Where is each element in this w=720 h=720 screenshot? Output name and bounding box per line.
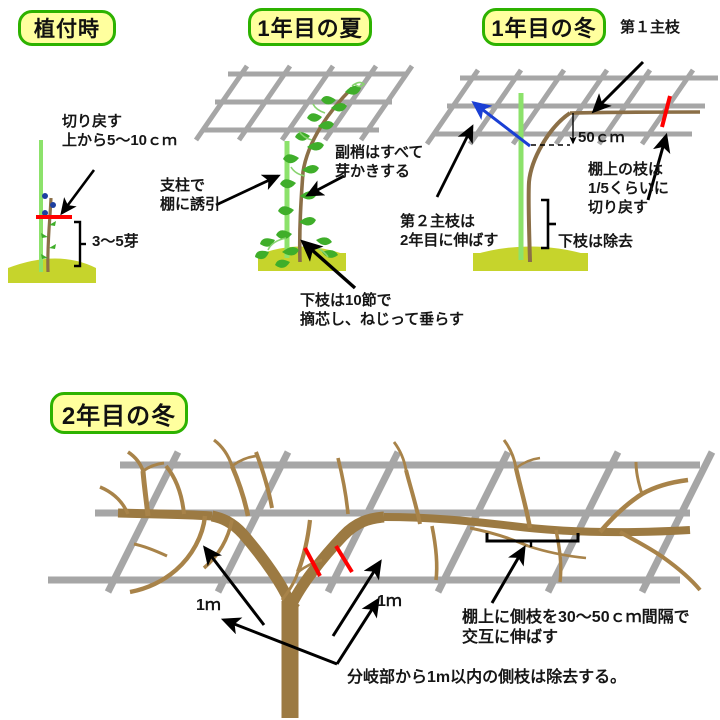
trunk-p4 [281, 594, 300, 718]
side-shoots-right-p4 [392, 439, 702, 592]
soil-base-p3 [473, 253, 588, 271]
trellis-p4 [48, 450, 716, 594]
spacing-bracket-p4 [485, 533, 580, 543]
note-buds-count: 3〜5芽 [92, 233, 139, 250]
stage-badge-year1-winter[interactable]: 1年目の冬 [482, 8, 606, 46]
arrow-cutback-p1 [60, 169, 96, 216]
cordon-left-p4 [117, 508, 213, 521]
arrow-stake-p2 [215, 174, 281, 207]
note-1m-right: 1ｍ [377, 593, 402, 610]
note-side-branch-spacing: 棚上に側枝を30〜50ｃｍ間隔で 交互に伸ばす [462, 609, 690, 647]
soil-mound-p1 [8, 258, 96, 283]
note-remove-within-1m: 分岐部から1m以内の側枝は除去する。 [347, 669, 627, 686]
trellis-p2 [193, 64, 415, 142]
note-stake-train: 支柱で 棚に誘引 [160, 177, 221, 214]
arrow-second-branch-p3 [471, 100, 531, 148]
bracket-buds-p1 [74, 220, 82, 268]
cut-mark-p3 [660, 95, 672, 128]
arrow-spacing-p4 [490, 545, 526, 604]
arrow-to-second-branch-p3 [435, 124, 474, 198]
soil-base-p2 [258, 253, 346, 271]
fork-right-p4 [285, 511, 385, 609]
note-main-branch-1: 第１主枝 [620, 19, 681, 36]
arrow-1m-right-p4 [331, 559, 382, 637]
stage-badge-year1-summer[interactable]: 1年目の夏 [248, 8, 372, 46]
pointer-left-p4 [220, 617, 338, 666]
panel-planting-graphic [8, 140, 96, 283]
cut-mark-mid-p4 [334, 544, 354, 574]
fork-left-p4 [210, 510, 297, 608]
cut-mark-left-p4 [303, 547, 322, 577]
trellis-p3 [424, 68, 718, 146]
pointer-right-p4 [335, 597, 380, 665]
note-cut-back: 切り戻す 上から5〜10ｃｍ [62, 113, 178, 150]
stage-badge-planting[interactable]: 植付時 [18, 10, 116, 46]
main-branch-1-p3 [569, 110, 701, 115]
cordon-right-p4 [383, 513, 691, 537]
note-lower-shoot: 下枝は10節で 摘芯し、ねじって垂らす [300, 292, 464, 329]
soil-base-p1 [8, 268, 96, 283]
side-shoots-left-p4 [99, 450, 234, 595]
young-trunk-p1 [46, 197, 53, 273]
note-cut-to-fifth: 棚上の枝は 1/5くらいに 切り戻す [588, 161, 669, 217]
buds-group-p1 [41, 193, 56, 259]
arrow-main-branch-1-p3 [591, 60, 645, 114]
soil-mound-p2 [258, 246, 346, 255]
note-remove-lower: 下枝は除去 [558, 233, 634, 250]
bracket-remove-lower-p3 [541, 198, 550, 250]
stage-badge-year2-winter[interactable]: 2年目の冬 [50, 392, 188, 434]
note-main-branch-2: 第２主枝は 2年目に伸ばす [400, 213, 499, 250]
note-height-50cm: 50ｃｍ [578, 129, 625, 146]
note-lateral-remove: 副梢はすべて 芽かきする [335, 144, 424, 181]
note-1m-left: 1ｍ [196, 597, 221, 614]
side-shoots-center-p4 [213, 438, 350, 601]
arrow-lowershoot-p2 [300, 239, 357, 290]
